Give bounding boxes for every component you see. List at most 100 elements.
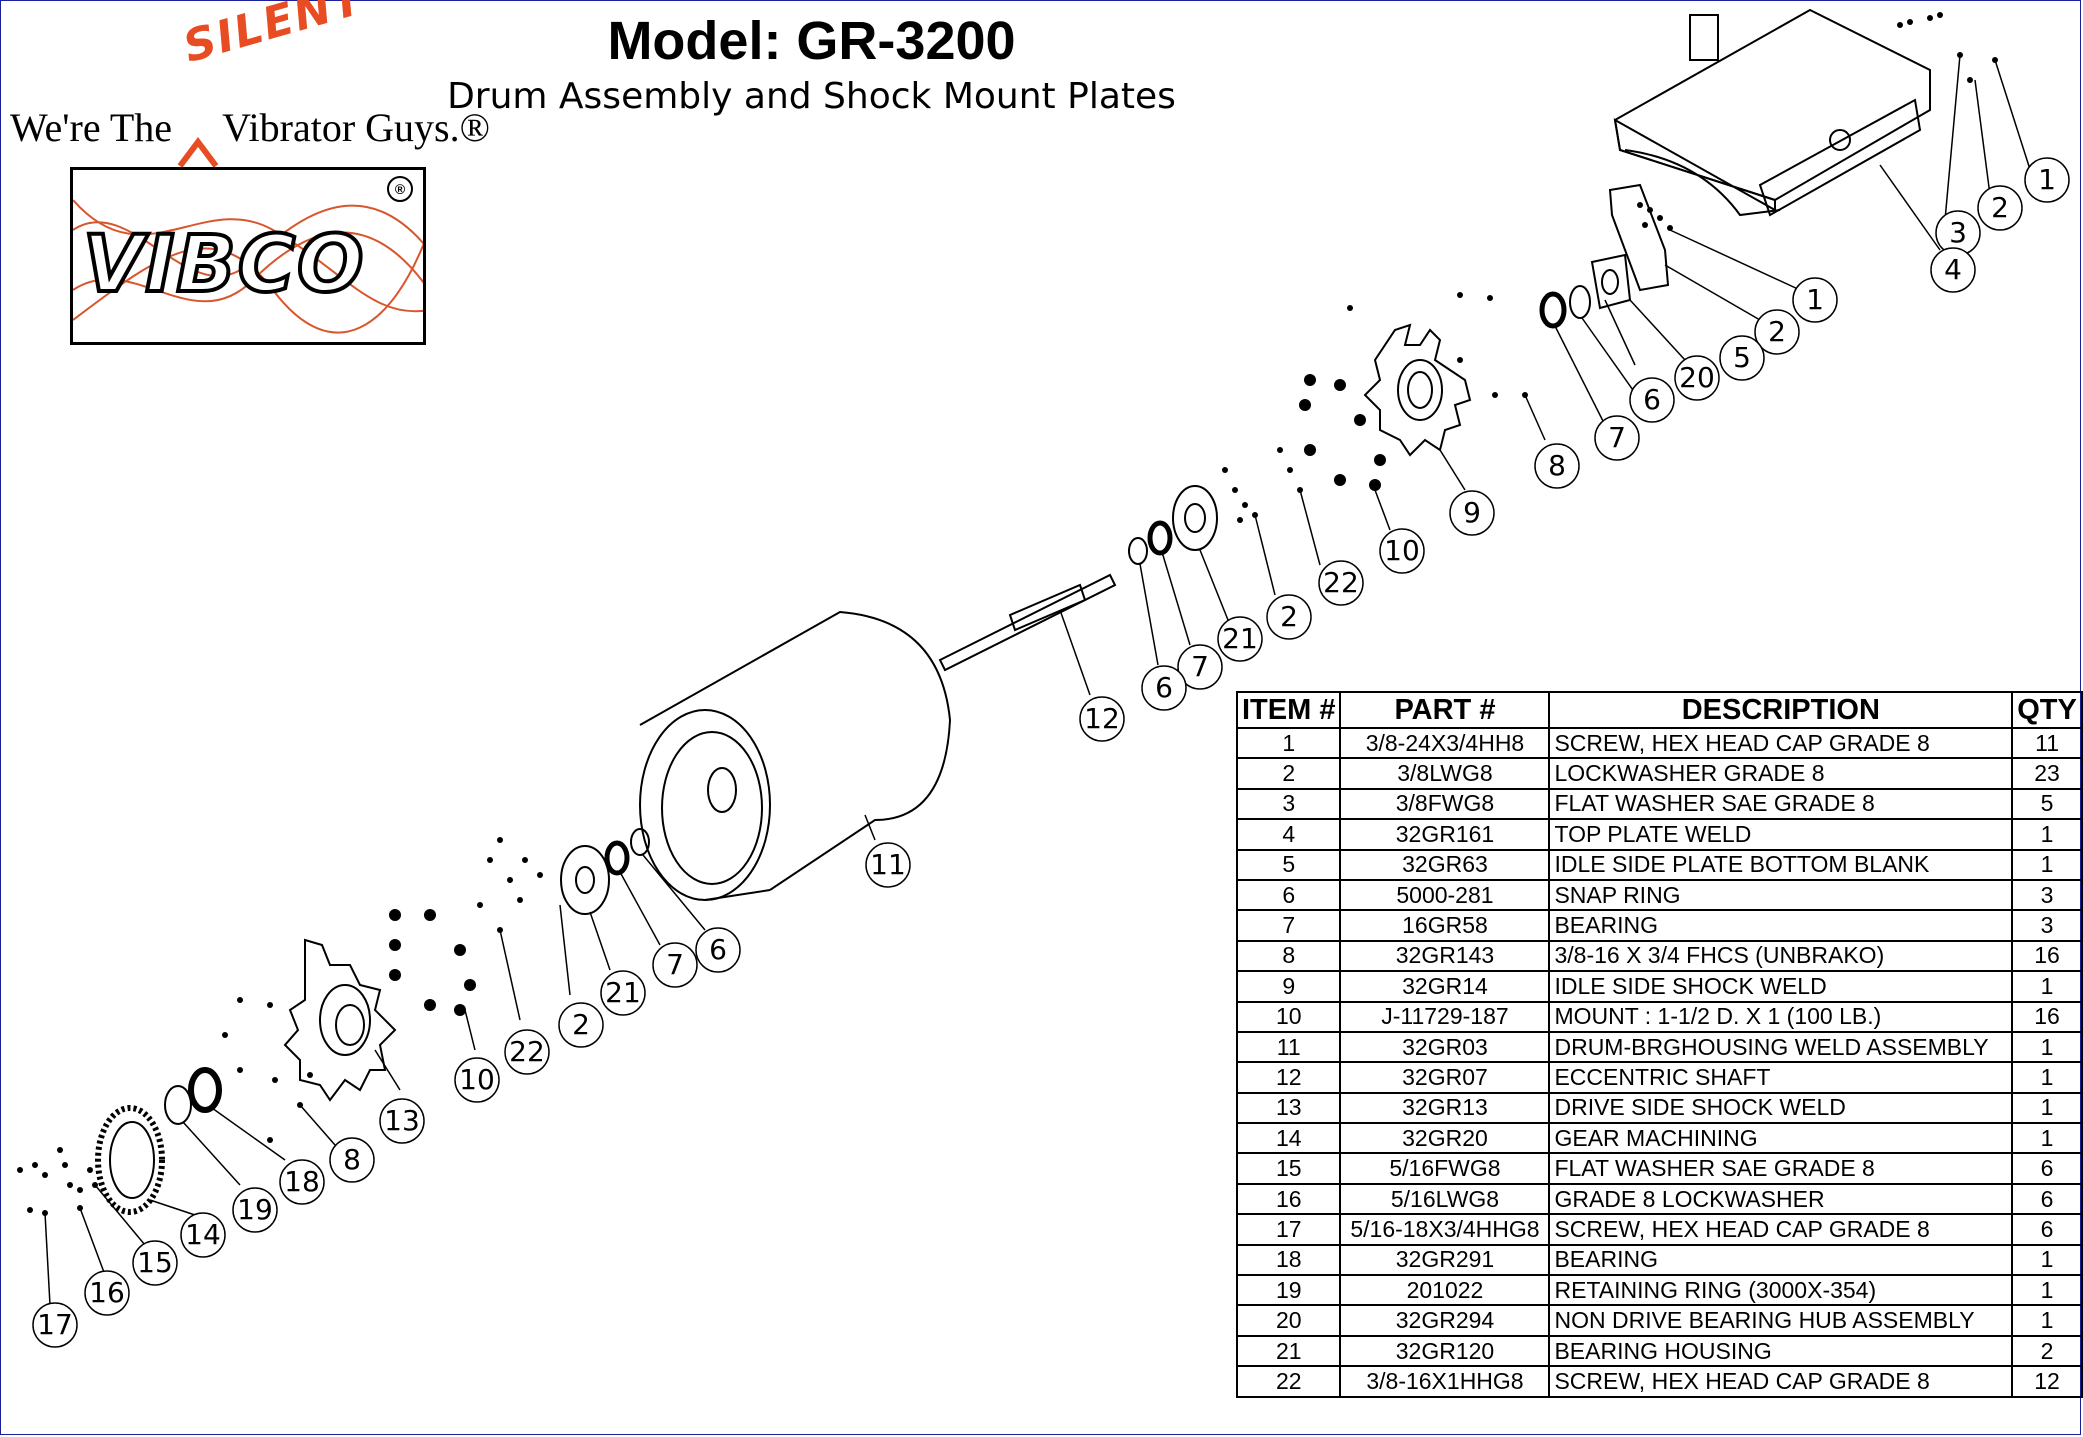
description-cell: BEARING	[1548, 909, 2014, 942]
part-number-cell: 5000-281	[1339, 878, 1551, 912]
bearing-drive	[188, 1067, 222, 1113]
qty-cell: 1	[2011, 1274, 2083, 1307]
callout-number: 18	[284, 1165, 320, 1198]
callout-number: 1	[2038, 163, 2056, 196]
callout-number: 2	[572, 1008, 590, 1041]
part-number-cell: 32GR14	[1339, 970, 1551, 1003]
part-number-cell: 3/8-16X1HHG8	[1339, 1365, 1551, 1398]
item-cell: 7	[1235, 909, 1342, 942]
header-description: DESCRIPTION	[1548, 691, 2014, 729]
header-item: ITEM #	[1235, 691, 1342, 729]
qty-cell: 16	[2011, 939, 2083, 973]
part-number-cell: 16GR58	[1339, 909, 1551, 942]
part-number-cell: 3/8FWG8	[1339, 787, 1551, 821]
callout-number: 4	[1944, 253, 1962, 286]
callout-number: 2	[1280, 600, 1298, 633]
callout-circle	[1629, 377, 1675, 423]
idle-side-shock-weld	[1363, 323, 1472, 457]
description-cell: BEARING	[1548, 1243, 2014, 1277]
hardware-fasteners	[17, 12, 1998, 1216]
callout-number: 20	[1679, 361, 1715, 394]
qty-cell: 3	[2011, 878, 2083, 912]
callout-circle	[1449, 490, 1495, 536]
description-cell: NON DRIVE BEARING HUB ASSEMBLY	[1548, 1304, 2014, 1337]
description-cell: SCREW, HEX HEAD CAP GRADE 8	[1548, 1365, 2014, 1398]
callout-circle	[379, 1098, 425, 1144]
bearing-lower	[604, 840, 630, 876]
qty-cell: 5	[2011, 787, 2083, 821]
callout-circle	[504, 1029, 550, 1075]
callout-circle	[558, 1002, 604, 1048]
callout-circle	[600, 970, 646, 1016]
part-number-cell: J-11729-187	[1339, 1000, 1551, 1033]
registered-mark: ®	[387, 176, 413, 202]
description-cell: FLAT WASHER SAE GRADE 8	[1548, 787, 2014, 821]
description-cell: RETAINING RING (3000X-354)	[1548, 1274, 2014, 1307]
description-cell: GRADE 8 LOCKWASHER	[1548, 1182, 2014, 1216]
qty-cell: 6	[2011, 1152, 2083, 1185]
callout-number: 9	[1463, 496, 1481, 529]
tagline-end: Vibrator Guys.®	[222, 105, 491, 150]
part-number-cell: 5/16FWG8	[1339, 1152, 1551, 1185]
model-title: Model: GR-3200	[607, 11, 1016, 71]
callout-number: 8	[343, 1143, 361, 1176]
callout-circle	[180, 1212, 226, 1258]
qty-cell: 1	[2011, 970, 2083, 1003]
callout-circle	[1141, 665, 1187, 711]
description-cell: SCREW, HEX HEAD CAP GRADE 8	[1548, 726, 2014, 760]
callout-number: 6	[709, 933, 727, 966]
item-cell: 15	[1235, 1152, 1342, 1185]
callout-circle	[1977, 185, 2023, 231]
bearing-upper	[1539, 291, 1567, 329]
description-cell: SNAP RING	[1548, 878, 2014, 912]
qty-cell: 3	[2011, 909, 2083, 942]
description-cell: MOUNT : 1-1/2 D. X 1 (100 LB.)	[1548, 1000, 2014, 1033]
title-block: Model: GR-3200 Drum Assembly and Shock M…	[0, 10, 1853, 117]
item-cell: 16	[1235, 1182, 1342, 1216]
snap-ring-lower	[630, 828, 650, 856]
part-number-cell: 32GR03	[1339, 1030, 1551, 1064]
qty-cell: 1	[2011, 1122, 2083, 1155]
callout-circle	[32, 1302, 78, 1348]
item-cell: 14	[1235, 1122, 1342, 1155]
callout-circle	[84, 1270, 130, 1316]
gear-machining	[95, 1105, 165, 1215]
header-part: PART #	[1339, 691, 1551, 729]
qty-cell: 11	[2011, 726, 2083, 760]
callout-number: 6	[1155, 671, 1173, 704]
qty-cell: 1	[2011, 1030, 2083, 1064]
qty-cell: 1	[2011, 1304, 2083, 1337]
callout-number: 19	[237, 1193, 273, 1226]
callout-number: 22	[509, 1035, 545, 1068]
callout-number: 2	[1768, 315, 1786, 348]
callout-number: 12	[1084, 702, 1120, 735]
leader-lines	[44, 54, 2036, 1306]
callout-circle	[1594, 415, 1640, 461]
callout-circle	[454, 1057, 500, 1103]
callout-number: 7	[1191, 650, 1209, 683]
description-cell: LOCKWASHER GRADE 8	[1548, 757, 2014, 790]
part-number-cell: 5/16-18X3/4HHG8	[1339, 1213, 1551, 1246]
item-cell: 12	[1235, 1061, 1342, 1094]
qty-cell: 1	[2011, 818, 2083, 851]
item-cell: 5	[1235, 848, 1342, 881]
bearing-housing-lower	[560, 845, 610, 915]
callout-number: 17	[37, 1308, 73, 1341]
item-cell: 4	[1235, 818, 1342, 851]
qty-cell: 6	[2011, 1213, 2083, 1246]
callout-number: 10	[459, 1063, 495, 1096]
tagline-start: We're The	[10, 105, 173, 150]
part-number-cell: 32GR291	[1339, 1243, 1551, 1277]
item-cell: 11	[1235, 1030, 1342, 1064]
